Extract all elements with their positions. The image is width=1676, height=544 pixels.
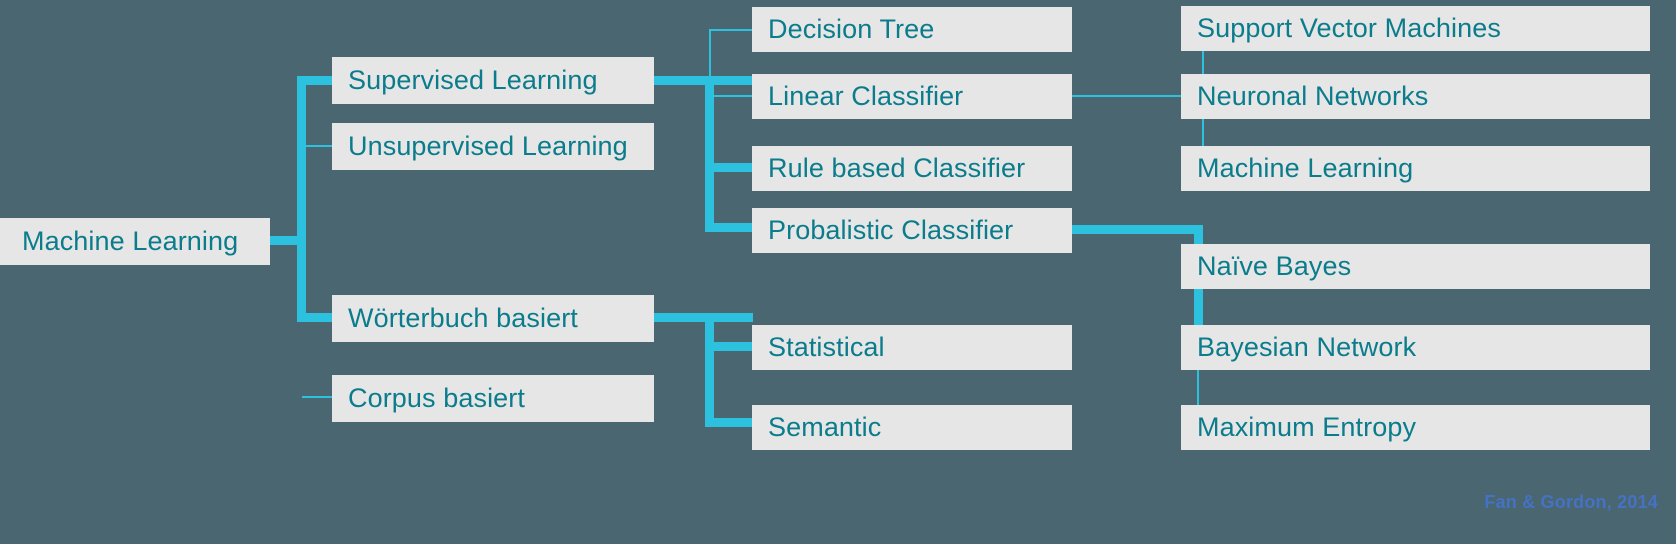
node-label: Decision Tree bbox=[768, 14, 935, 44]
node-label: Bayesian Network bbox=[1197, 332, 1417, 362]
connector-trunk-2 bbox=[297, 236, 306, 318]
connector-root-out bbox=[270, 236, 304, 245]
connector-spine-a-thin bbox=[709, 29, 711, 80]
node-label: Semantic bbox=[768, 412, 882, 442]
connector-woerter-out bbox=[654, 313, 753, 322]
connector-spine-d-thin bbox=[1197, 350, 1199, 427]
node-label: Wörterbuch basiert bbox=[348, 303, 578, 333]
connector-trunk-1-supervised bbox=[297, 76, 334, 85]
connector-spine-a-rule bbox=[705, 163, 753, 172]
connector-sup-out bbox=[654, 76, 753, 85]
connector-spine-b-stat bbox=[705, 342, 753, 351]
connector-spine-a-thin-lin bbox=[709, 95, 753, 97]
connector-spine-a-prob bbox=[705, 223, 753, 232]
node-label: Linear Classifier bbox=[768, 81, 964, 111]
node-statistical[interactable]: Statistical bbox=[752, 325, 1072, 370]
connector-trunk-1-unsup bbox=[302, 145, 334, 147]
node-label: Supervised Learning bbox=[348, 65, 598, 95]
node-semantic[interactable]: Semantic bbox=[752, 405, 1072, 450]
connector-spine-a-thick bbox=[705, 80, 714, 232]
node-label: Naïve Bayes bbox=[1197, 251, 1352, 281]
node-svm[interactable]: Support Vector Machines bbox=[1181, 6, 1650, 51]
connector-trunk-1 bbox=[297, 76, 306, 245]
node-label: Machine Learning bbox=[22, 226, 239, 256]
node-label: Rule based Classifier bbox=[768, 153, 1026, 183]
node-label: Maximum Entropy bbox=[1197, 412, 1417, 442]
node-label: Neuronal Networks bbox=[1197, 81, 1429, 111]
node-label: Support Vector Machines bbox=[1197, 13, 1501, 43]
node-label: Unsupervised Learning bbox=[348, 131, 628, 161]
node-nn[interactable]: Neuronal Networks bbox=[1181, 74, 1650, 119]
node-rule[interactable]: Rule based Classifier bbox=[752, 146, 1072, 191]
node-label: Corpus basiert bbox=[348, 383, 525, 413]
node-probalistic[interactable]: Probalistic Classifier bbox=[752, 208, 1072, 253]
connector-trunk-2-corpus bbox=[302, 396, 334, 398]
node-maxent[interactable]: Maximum Entropy bbox=[1181, 405, 1650, 450]
node-label: Probalistic Classifier bbox=[768, 215, 1014, 245]
node-root[interactable]: Machine Learning bbox=[0, 218, 270, 265]
connector-prob-out bbox=[1072, 225, 1203, 234]
node-unsupervised[interactable]: Unsupervised Learning bbox=[332, 123, 654, 170]
connector-trunk-2-woerter bbox=[297, 313, 334, 322]
citation-label: Fan & Gordon, 2014 bbox=[1484, 492, 1658, 512]
node-corpus[interactable]: Corpus basiert bbox=[332, 375, 654, 422]
node-decision[interactable]: Decision Tree bbox=[752, 7, 1072, 52]
connector-spine-b-thick bbox=[705, 313, 714, 426]
node-label: Statistical bbox=[768, 332, 885, 362]
connector-lin-out bbox=[1072, 95, 1204, 97]
node-bayesian[interactable]: Bayesian Network bbox=[1181, 325, 1650, 370]
connector-spine-b-sem bbox=[705, 418, 753, 427]
node-ml2[interactable]: Machine Learning bbox=[1181, 146, 1650, 191]
connector-spine-a-thin-dec bbox=[709, 29, 753, 31]
node-label: Machine Learning bbox=[1197, 153, 1414, 183]
node-woerterbuch[interactable]: Wörterbuch basiert bbox=[332, 295, 654, 342]
node-naive[interactable]: Naïve Bayes bbox=[1181, 244, 1650, 289]
node-linear[interactable]: Linear Classifier bbox=[752, 74, 1072, 119]
node-supervised[interactable]: Supervised Learning bbox=[332, 57, 654, 104]
